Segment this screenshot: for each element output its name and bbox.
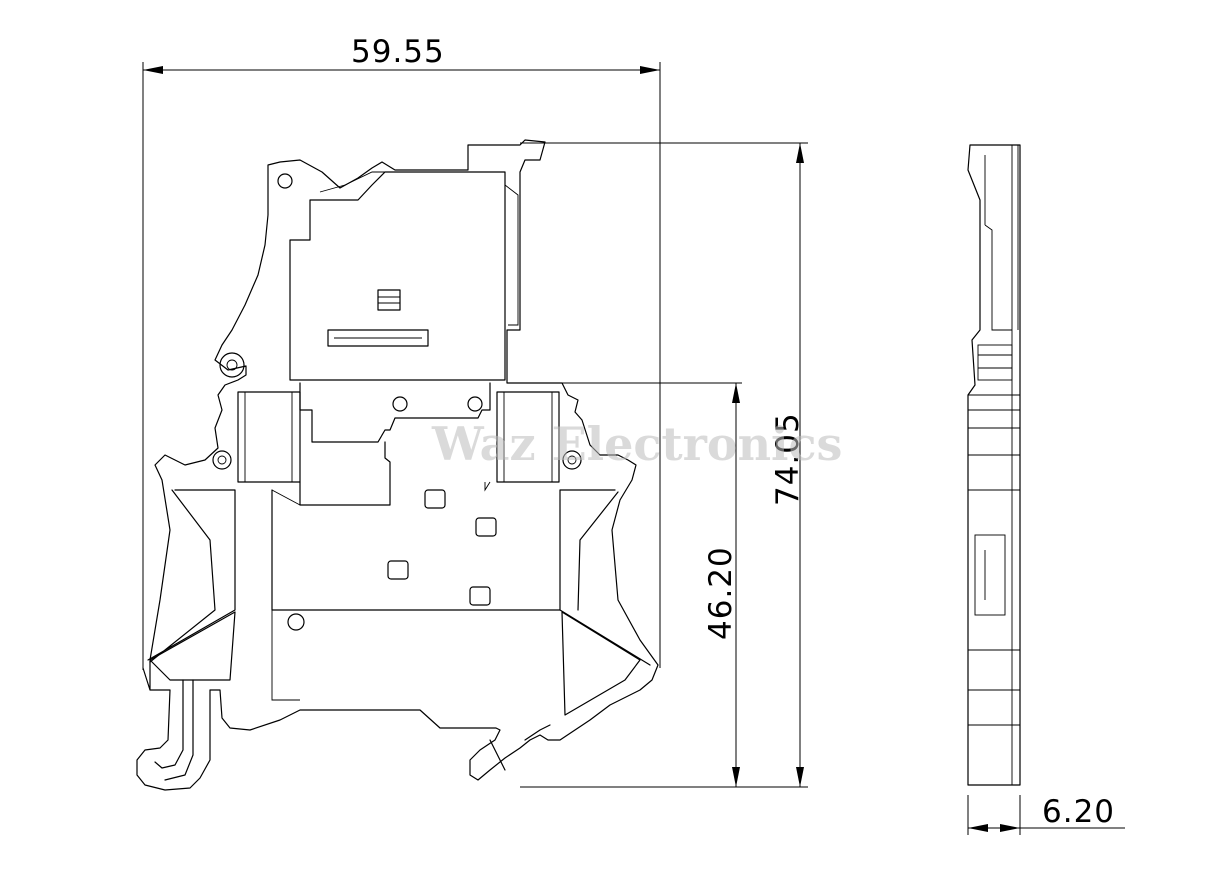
locating-hole bbox=[287, 613, 305, 631]
side-view-clamp bbox=[977, 344, 1013, 381]
wedge-right bbox=[561, 611, 641, 716]
fuse-holder-lever bbox=[319, 171, 385, 193]
clamp-right bbox=[496, 391, 560, 483]
watermark: Waz Electronics bbox=[431, 417, 842, 471]
dimension-rail-height: 46.20 bbox=[560, 382, 742, 787]
dimension-height: 74.05 bbox=[520, 142, 808, 788]
screw-icon bbox=[562, 450, 582, 470]
side-view-step bbox=[984, 224, 1012, 331]
marker-slot bbox=[475, 517, 497, 537]
screw-icon-inner bbox=[217, 455, 227, 465]
marker-slot bbox=[469, 586, 491, 606]
front-view-body-outline bbox=[136, 139, 659, 791]
screw-icon bbox=[212, 450, 232, 470]
side-view-outline bbox=[967, 144, 1021, 786]
wedge-left bbox=[149, 611, 236, 681]
front-view bbox=[136, 139, 659, 791]
busbar-lower bbox=[299, 441, 391, 506]
hinge-pivot-center bbox=[226, 359, 238, 371]
fuse-window-icon bbox=[377, 289, 401, 311]
dimension-width-label: 59.55 bbox=[351, 34, 445, 70]
marker-slot bbox=[424, 489, 446, 509]
fuse-holder-slot bbox=[327, 329, 429, 347]
hinge-pivot bbox=[219, 352, 245, 378]
screw-icon bbox=[467, 396, 483, 412]
dimension-thickness-label: 6.20 bbox=[1042, 794, 1115, 830]
fuse-holder-inner-edge bbox=[504, 184, 519, 326]
busbar-lower-right bbox=[484, 481, 491, 492]
fuse-holder-housing bbox=[289, 171, 506, 381]
mount-hole-top bbox=[277, 173, 293, 189]
side-view bbox=[967, 144, 1021, 786]
marker-slot bbox=[387, 560, 409, 580]
busbar-center bbox=[299, 382, 491, 443]
lower-body-inner bbox=[147, 489, 651, 666]
screw-icon bbox=[392, 396, 408, 412]
side-view-boss bbox=[974, 534, 1006, 616]
dimension-width: 59.55 bbox=[142, 34, 661, 670]
dimension-thickness: 6.20 bbox=[967, 794, 1125, 835]
lower-body-edge bbox=[271, 489, 301, 701]
din-foot-left bbox=[154, 679, 194, 781]
screw-icon-inner bbox=[567, 455, 577, 465]
dimension-rail-height-label: 46.20 bbox=[703, 546, 739, 640]
lower-body-midline bbox=[271, 489, 561, 611]
clamp-left bbox=[237, 391, 301, 483]
din-foot-right bbox=[489, 724, 551, 771]
dimension-height-label: 74.05 bbox=[770, 412, 806, 506]
